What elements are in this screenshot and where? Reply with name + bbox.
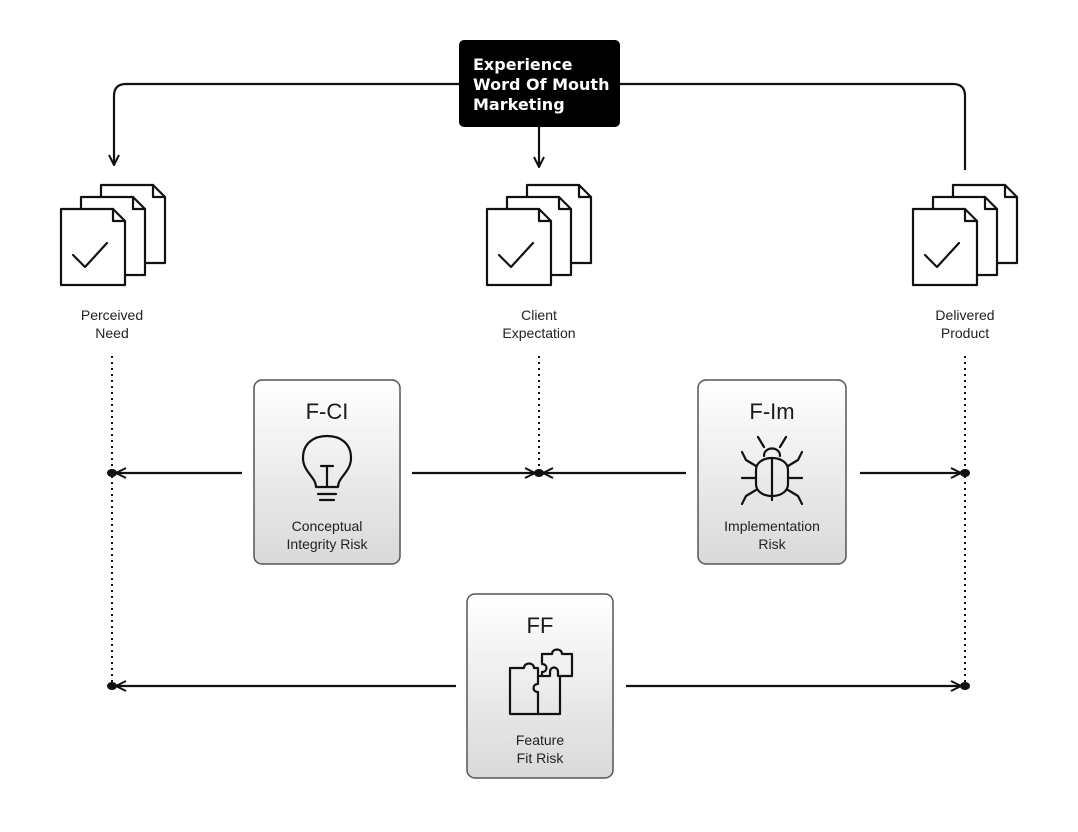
junction-dot: [107, 469, 117, 477]
top-box-line-3: Marketing: [473, 95, 565, 114]
delivered-product-label-2: Product: [941, 325, 989, 341]
perceived-need-label-2: Need: [95, 325, 128, 341]
top-box: Experience Word Of Mouth Marketing: [459, 40, 620, 127]
puzzle-icon: [508, 648, 574, 716]
risk-code-f-im: F-Im: [749, 399, 794, 424]
junction-dot: [960, 682, 970, 690]
risk-label-ff-1: Feature: [516, 732, 564, 748]
risk-label-f-im-2: Risk: [758, 536, 786, 552]
top-box-line-2: Word Of Mouth: [473, 75, 609, 94]
document-check-icon: [59, 183, 167, 287]
risk-label-f-ci-2: Integrity Risk: [287, 536, 369, 552]
risk-label-f-im-1: Implementation: [724, 518, 820, 534]
risk-code-f-ci: F-CI: [306, 399, 349, 424]
risk-label-ff-2: Fit Risk: [517, 750, 565, 766]
risk-label-f-ci-1: Conceptual: [292, 518, 363, 534]
risk-box-ff: FF Feature Fit Risk: [466, 593, 614, 779]
junction-dot: [534, 469, 544, 477]
document-check-icon: [911, 183, 1019, 287]
lightbulb-icon: [301, 434, 353, 502]
delivered-product-label-1: Delivered: [935, 307, 994, 323]
risk-box-f-ci: F-CI Conceptual Integrity Risk: [253, 379, 401, 565]
client-expectation-label-1: Client: [521, 307, 557, 323]
client-expectation-label-2: Expectation: [502, 325, 575, 341]
junction-dot: [960, 469, 970, 477]
bug-icon: [740, 435, 804, 506]
risk-code-ff: FF: [527, 613, 554, 638]
risk-box-f-im: F-Im Implementation Risk: [697, 379, 847, 565]
connector-top-to-perceived-need: [114, 82, 460, 165]
perceived-need-label-1: Perceived: [81, 307, 143, 323]
top-box-line-1: Experience: [473, 55, 573, 74]
connector-top-to-delivered-product: [620, 82, 967, 170]
junction-dot: [107, 682, 117, 690]
document-check-icon: [485, 183, 593, 287]
